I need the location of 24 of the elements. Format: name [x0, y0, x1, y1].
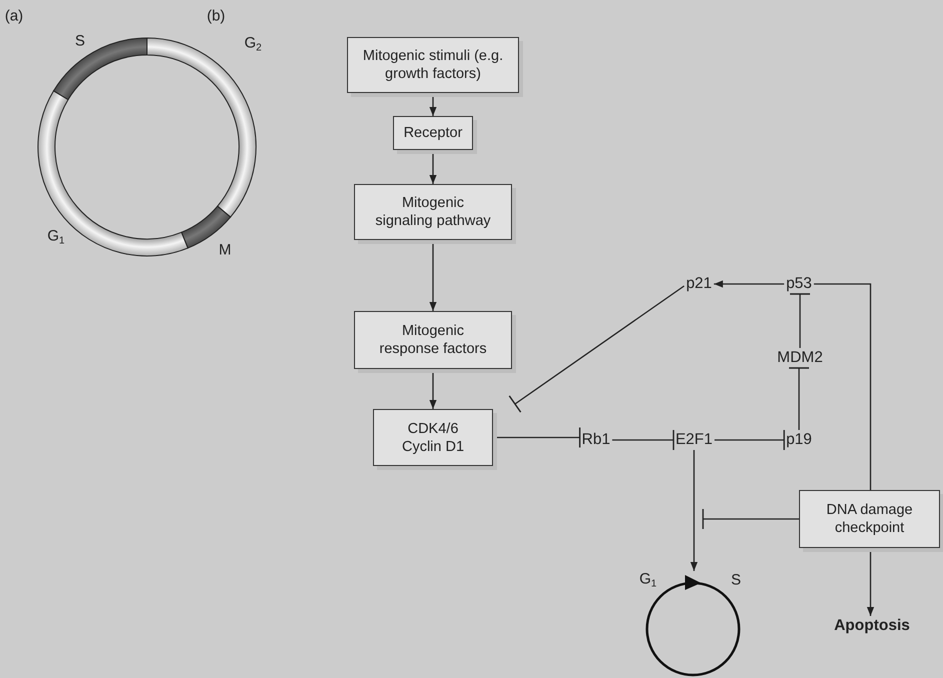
connector-line — [814, 283, 872, 490]
phase-label: S — [731, 572, 741, 588]
protein-label: p19 — [784, 430, 814, 450]
phase-label: S — [75, 32, 85, 50]
phase-label: M — [218, 242, 232, 258]
protein-label: E2F1 — [673, 430, 715, 450]
inhibition-line — [789, 367, 809, 430]
panel-label: (a) — [4, 8, 24, 24]
panel-label: (b) — [206, 8, 226, 24]
protein-label: MDM2 — [775, 348, 825, 368]
protein-label: p21 — [684, 274, 714, 294]
phase-label: G$_{2}$ — [244, 34, 262, 52]
protein-label: p53 — [784, 274, 814, 294]
outcome-label: Apoptosis — [832, 616, 912, 636]
phase-label: G$_{1}$ — [639, 570, 657, 588]
inhibition-line — [508, 285, 684, 413]
inhibition-line — [790, 293, 810, 348]
phase-label: G$_{1}$ — [47, 228, 65, 244]
inhibition-line — [702, 509, 799, 529]
arrow — [714, 280, 784, 288]
inhibition-line — [612, 430, 674, 450]
inhibition-line — [714, 430, 785, 450]
protein-label: Rb1 — [580, 430, 612, 450]
arrow — [690, 450, 698, 571]
